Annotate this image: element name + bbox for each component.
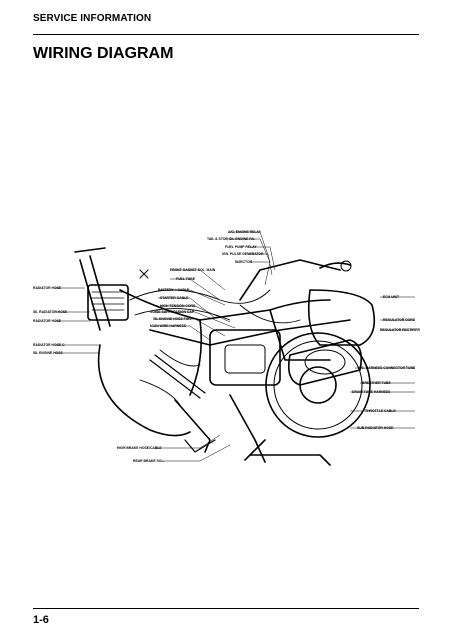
callout-label: RADIATOR HOSE (33, 319, 62, 323)
callout-label: IGN. PULSE GENERATOR (222, 252, 264, 256)
callout-label: SUB-RADIATOR HOSE (357, 426, 394, 430)
callout-label: BATTERY + CABLE (158, 288, 190, 292)
motorcycle-illustration (74, 247, 376, 466)
callout-label: REGULATOR CORD (383, 318, 416, 322)
callout-label: SIL ENGINE HOSE (33, 351, 63, 355)
page-number: 1-6 (33, 614, 49, 626)
callout-labels: A/C. ENGINE RELAY TAIL & STOP, SIL ENGIN… (33, 230, 421, 463)
callout-label: FRONT GASKET SOL. MAIN (170, 268, 216, 272)
callout-label: THROTTLE CABLE (365, 409, 396, 413)
callout-leader-lines (55, 231, 415, 462)
callout-label: HIGH BRAKE HOSE/CABLE (117, 446, 162, 450)
callout-label: BREATHER TUBE (362, 381, 391, 385)
callout-label: DRAIN TUBE HARNESS (352, 390, 391, 394)
callout-label: REGULATOR RECTIFIER (380, 328, 421, 332)
callout-label: SIL ENGINE HOSE FOR (153, 317, 191, 321)
page-title: WIRING DIAGRAM (33, 45, 174, 62)
callout-label: SIL RADIATOR HOSE (33, 310, 68, 314)
section-header: SERVICE INFORMATION (33, 13, 152, 24)
header-rule (33, 34, 419, 35)
footer-rule (33, 608, 419, 609)
callout-label: STARTER CABLE (160, 296, 189, 300)
callout-label: INJECTOR (235, 260, 253, 264)
callout-label: NOISE SUPPRESSION CAP (150, 310, 195, 314)
callout-label: HIGH TENSION CORD (160, 304, 196, 308)
callout-label: RADIATOR HOSE (33, 286, 62, 290)
callout-label: FUEL TUBE (176, 277, 196, 281)
callout-label: RADIATOR HOSE C (33, 343, 65, 347)
callout-label: REAR BRAKE SOL. (133, 459, 165, 463)
callout-label: A/C. HARNESS CONNECTOR TUBE (358, 366, 416, 370)
callout-label: TAIL & STOP, SIL ENGINE R/L (207, 237, 255, 241)
callout-label: ECU UNIT (383, 295, 400, 299)
callout-label: MAIN WIRE HARNESS (150, 324, 187, 328)
callout-label: A/C. ENGINE RELAY (228, 230, 262, 234)
callout-label: FUEL PUMP RELAY (225, 245, 257, 249)
